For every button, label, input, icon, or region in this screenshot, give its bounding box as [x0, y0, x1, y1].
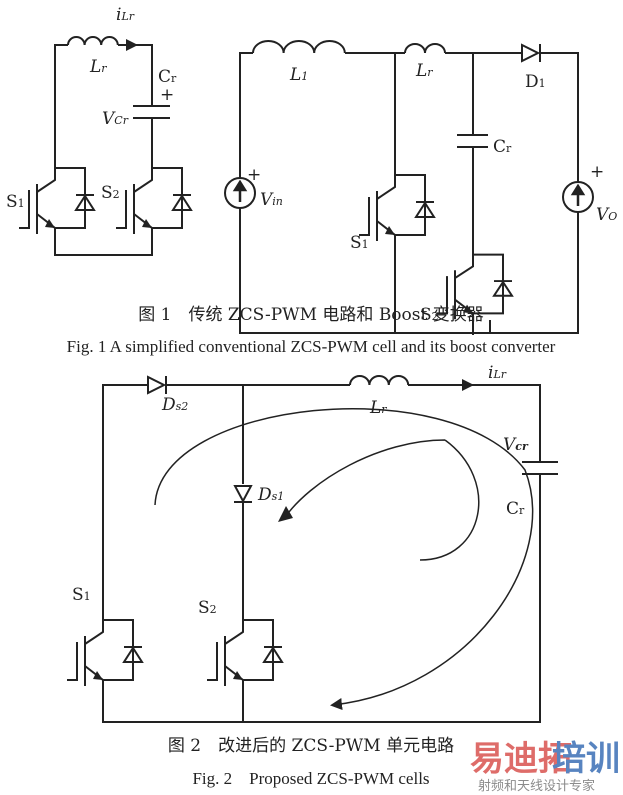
plus-sign: +	[247, 165, 261, 185]
current-path-arrow-small	[282, 439, 480, 561]
diode-d1	[521, 43, 541, 63]
inductor-lr	[349, 375, 410, 386]
igbt-s2	[115, 147, 192, 249]
fig1-zcs-pwm-cell: iLr Lr Cr + VCr S1 S2	[6, 5, 192, 256]
label-ds2: Ds2	[161, 395, 188, 415]
label-s1: S1	[350, 233, 369, 253]
watermark-text-a: 易迪拓	[470, 739, 572, 779]
label-s1: S1	[72, 585, 91, 605]
fig1-caption-cn: 图 1 传统 ZCS-PWM 电路和 Boost 变换器	[138, 305, 484, 325]
label-lr: Lr	[369, 398, 387, 418]
wire	[54, 44, 153, 256]
label-ilr: iLr	[116, 5, 135, 25]
label-s2: S2	[420, 305, 439, 325]
fig2-caption-cn: 图 2 改进后的 ZCS-PWM 单元电路	[168, 736, 454, 756]
watermark-logo: 易迪拓 培训 射频和天线设计专家	[470, 739, 620, 794]
wire	[239, 52, 579, 335]
up-arrow-icon	[570, 183, 586, 206]
wire	[102, 384, 541, 723]
label-vcr: VCr	[102, 109, 129, 129]
label-lr: Lr	[415, 61, 433, 81]
label-cr: Cr	[493, 137, 512, 157]
label-vin: Vin	[260, 190, 283, 210]
source-vo	[562, 181, 594, 213]
current-path-arrow-large	[154, 408, 534, 710]
label-ds1: Ds1	[257, 485, 284, 505]
inductor-l1	[252, 40, 346, 54]
capacitor-cr	[457, 134, 488, 148]
label-s2: S2	[198, 598, 217, 618]
igbt-s2	[206, 599, 283, 701]
capacitor-cr	[133, 105, 170, 119]
label-lr: Lr	[89, 57, 107, 77]
current-arrow-icon	[126, 39, 138, 51]
fig2-caption-en: Fig. 2 Proposed ZCS-PWM cells	[192, 769, 429, 788]
igbt-s1	[18, 147, 95, 249]
watermark-subtitle: 射频和天线设计专家	[478, 778, 595, 794]
label-s1: S1	[6, 192, 25, 212]
fig2-proposed-cell: Ds2 Lr iLr Vcr Cr Ds1 S1 S2	[66, 363, 558, 723]
watermark-text-b: 培训	[552, 739, 620, 779]
label-cr: Cr	[506, 499, 525, 519]
inductor-lr	[404, 43, 446, 54]
label-l1: L1	[289, 65, 308, 85]
diode-ds1	[233, 485, 253, 504]
current-arrow-icon	[462, 379, 474, 391]
igbt-s1	[358, 154, 435, 256]
label-vcr: Vcr	[503, 435, 529, 455]
igbt-s1	[66, 599, 143, 701]
arrowhead-icon	[278, 506, 293, 522]
inductor-lr	[67, 36, 119, 46]
plus-sign: +	[590, 162, 604, 182]
up-arrow-icon	[232, 179, 248, 202]
plus-sign: +	[160, 85, 174, 105]
source-vin	[224, 177, 256, 209]
label-ilr: iLr	[488, 363, 507, 383]
label-d1: D1	[525, 72, 546, 92]
label-s2: S2	[101, 183, 120, 203]
fig1-caption-en: Fig. 1 A simplified conventional ZCS-PWM…	[67, 337, 556, 356]
label-vo: VO	[596, 205, 617, 225]
diode-ds2	[147, 375, 167, 395]
label-cr: Cr	[158, 67, 177, 87]
fig1-boost-converter: L1 Lr D1 Cr + Vin + VO S1 S2	[224, 40, 617, 335]
capacitor-cr	[522, 461, 558, 475]
